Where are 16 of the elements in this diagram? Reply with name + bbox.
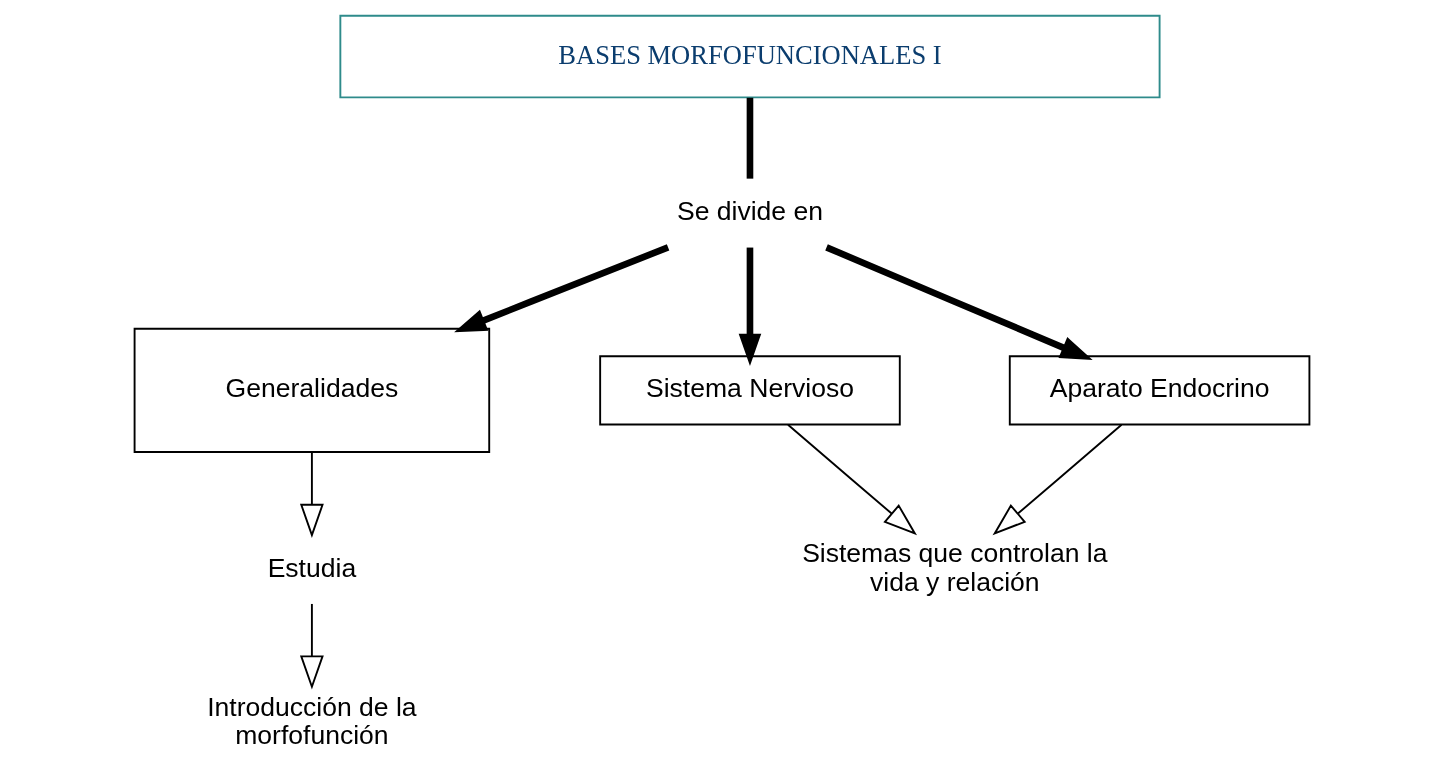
node-text: Estudia: [267, 552, 356, 583]
node-text: Sistemas que controlan la vida y relación: [801, 538, 1107, 597]
arrow: [299, 603, 324, 690]
node-box: BASES MORFOFUNCIONALES I: [338, 14, 1161, 99]
arrow: [299, 451, 324, 538]
node-text: Introducción de la morfofunción: [206, 691, 417, 751]
arrow: [786, 423, 917, 536]
arrow: [824, 244, 1093, 361]
arrow: [738, 247, 761, 366]
arrow: [992, 423, 1122, 536]
node-text: Se divide en: [676, 196, 823, 227]
node-box: Aparato Endocrino: [1008, 355, 1310, 426]
node-box: Sistema Nervioso: [598, 355, 901, 426]
node-box: Generalidades: [133, 327, 490, 453]
connector: [746, 97, 753, 179]
arrow: [453, 244, 669, 333]
